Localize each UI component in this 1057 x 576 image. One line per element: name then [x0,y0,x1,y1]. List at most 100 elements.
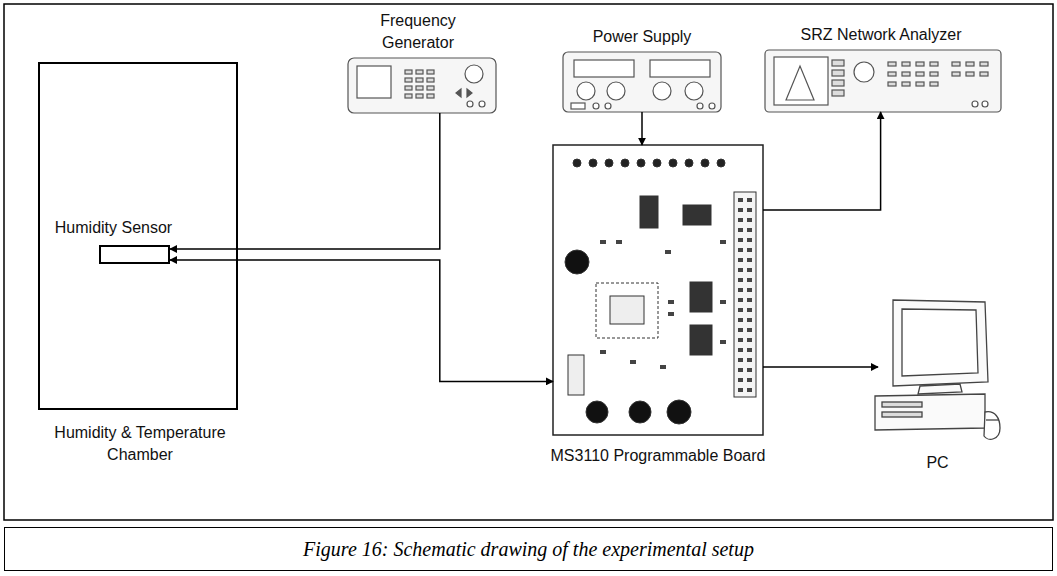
drawing-part [416,78,423,82]
drawing-part [660,365,666,369]
drawing-part [571,103,585,109]
drawing-part [774,57,828,105]
drawing-part [738,388,743,392]
node-label: MS3110 Programmable Board [543,445,773,467]
drawing-part [637,159,645,167]
drawing-part [902,62,910,66]
drawing-part [738,228,743,232]
node-label: Power Supply [562,26,722,48]
drawing-part [573,159,725,167]
drawing-part [738,198,743,202]
drawing-part [416,86,423,90]
drawing-part [980,62,988,66]
drawing-part [668,300,674,304]
drawing-part [747,348,752,352]
board-node: MS3110 Programmable Board [553,145,763,435]
drawing-part [747,318,752,322]
drawing-part [653,159,661,167]
drawing-part [405,70,412,74]
drawing-part [875,394,985,430]
drawing-part [720,240,726,244]
drawing-part [565,250,589,274]
connector-arrow [763,112,881,210]
drawing-part [690,325,712,355]
drawing-part [568,355,584,395]
drawing-part [734,192,756,397]
outer-frame [4,4,1053,520]
drawing-part [747,368,752,372]
figure-caption: Figure 16: Schematic drawing of the expe… [303,538,754,561]
node-label: Humidity Sensor [39,217,189,239]
drawing-part [832,70,844,76]
drawing-part [747,308,752,312]
chamber-box: Humidity & Temperature ChamberHumidity S… [38,62,238,410]
drawing-part [980,72,988,76]
instrument-node: SRZ Network Analyzer [765,50,1001,112]
drawing-part [427,94,434,98]
drawing-part [600,240,606,244]
drawing-part [986,419,999,420]
drawing-part [596,283,658,338]
drawing-part [888,62,988,86]
drawing-part [893,300,988,386]
drawing-part [930,62,938,66]
circuit-board-symbol [553,145,763,435]
drawing-part [348,58,496,113]
drawing-part [479,101,485,107]
instrument-node: Frequency Generator [348,58,496,113]
drawing-part [984,412,1000,440]
drawing-part [854,62,874,82]
drawing-part [697,103,703,109]
drawing-part [630,360,636,364]
drawing-part [738,268,743,272]
drawing-part [916,62,924,66]
connector-arrow [170,260,553,381]
drawing-part [952,62,960,66]
drawing-part [902,309,978,376]
drawing-part [832,90,844,96]
drawing-part [629,401,651,423]
drawing-part [747,198,752,202]
drawing-part [747,388,752,392]
drawing-part [888,82,896,86]
drawing-part [930,72,938,76]
drawing-part [738,248,743,252]
drawing-part [405,86,412,90]
drawing-part [600,240,726,369]
drawing-part [747,338,752,342]
drawing-part [916,82,924,86]
drawing-part [918,384,962,394]
drawing-part [786,66,814,100]
drawing-part [738,208,743,212]
node-label: SRZ Network Analyzer [771,24,991,46]
drawing-part [747,208,752,212]
drawing-part [720,300,726,304]
drawing-part [738,318,743,322]
drawing-part [621,159,629,167]
drawing-part [747,218,752,222]
drawing-part [747,288,752,292]
drawing-part [589,159,597,167]
drawing-part [982,101,988,107]
drawing-part [465,65,483,83]
drawing-part [574,60,634,77]
drawing-part [553,145,763,435]
drawing-part [405,78,412,82]
drawing-part [467,101,473,107]
drawing-part [738,298,743,302]
connector-arrow [170,113,440,249]
drawing-part [747,268,752,272]
drawing-part [747,298,752,302]
drawing-part [832,60,844,96]
drawing-part [738,238,743,242]
drawing-part [563,52,721,112]
drawing-part [902,72,910,76]
drawing-part [738,218,743,222]
instrument-node: Power Supply [563,52,721,112]
drawing-part [605,103,611,109]
power-supply-symbol [563,52,721,112]
drawing-part [427,86,434,90]
